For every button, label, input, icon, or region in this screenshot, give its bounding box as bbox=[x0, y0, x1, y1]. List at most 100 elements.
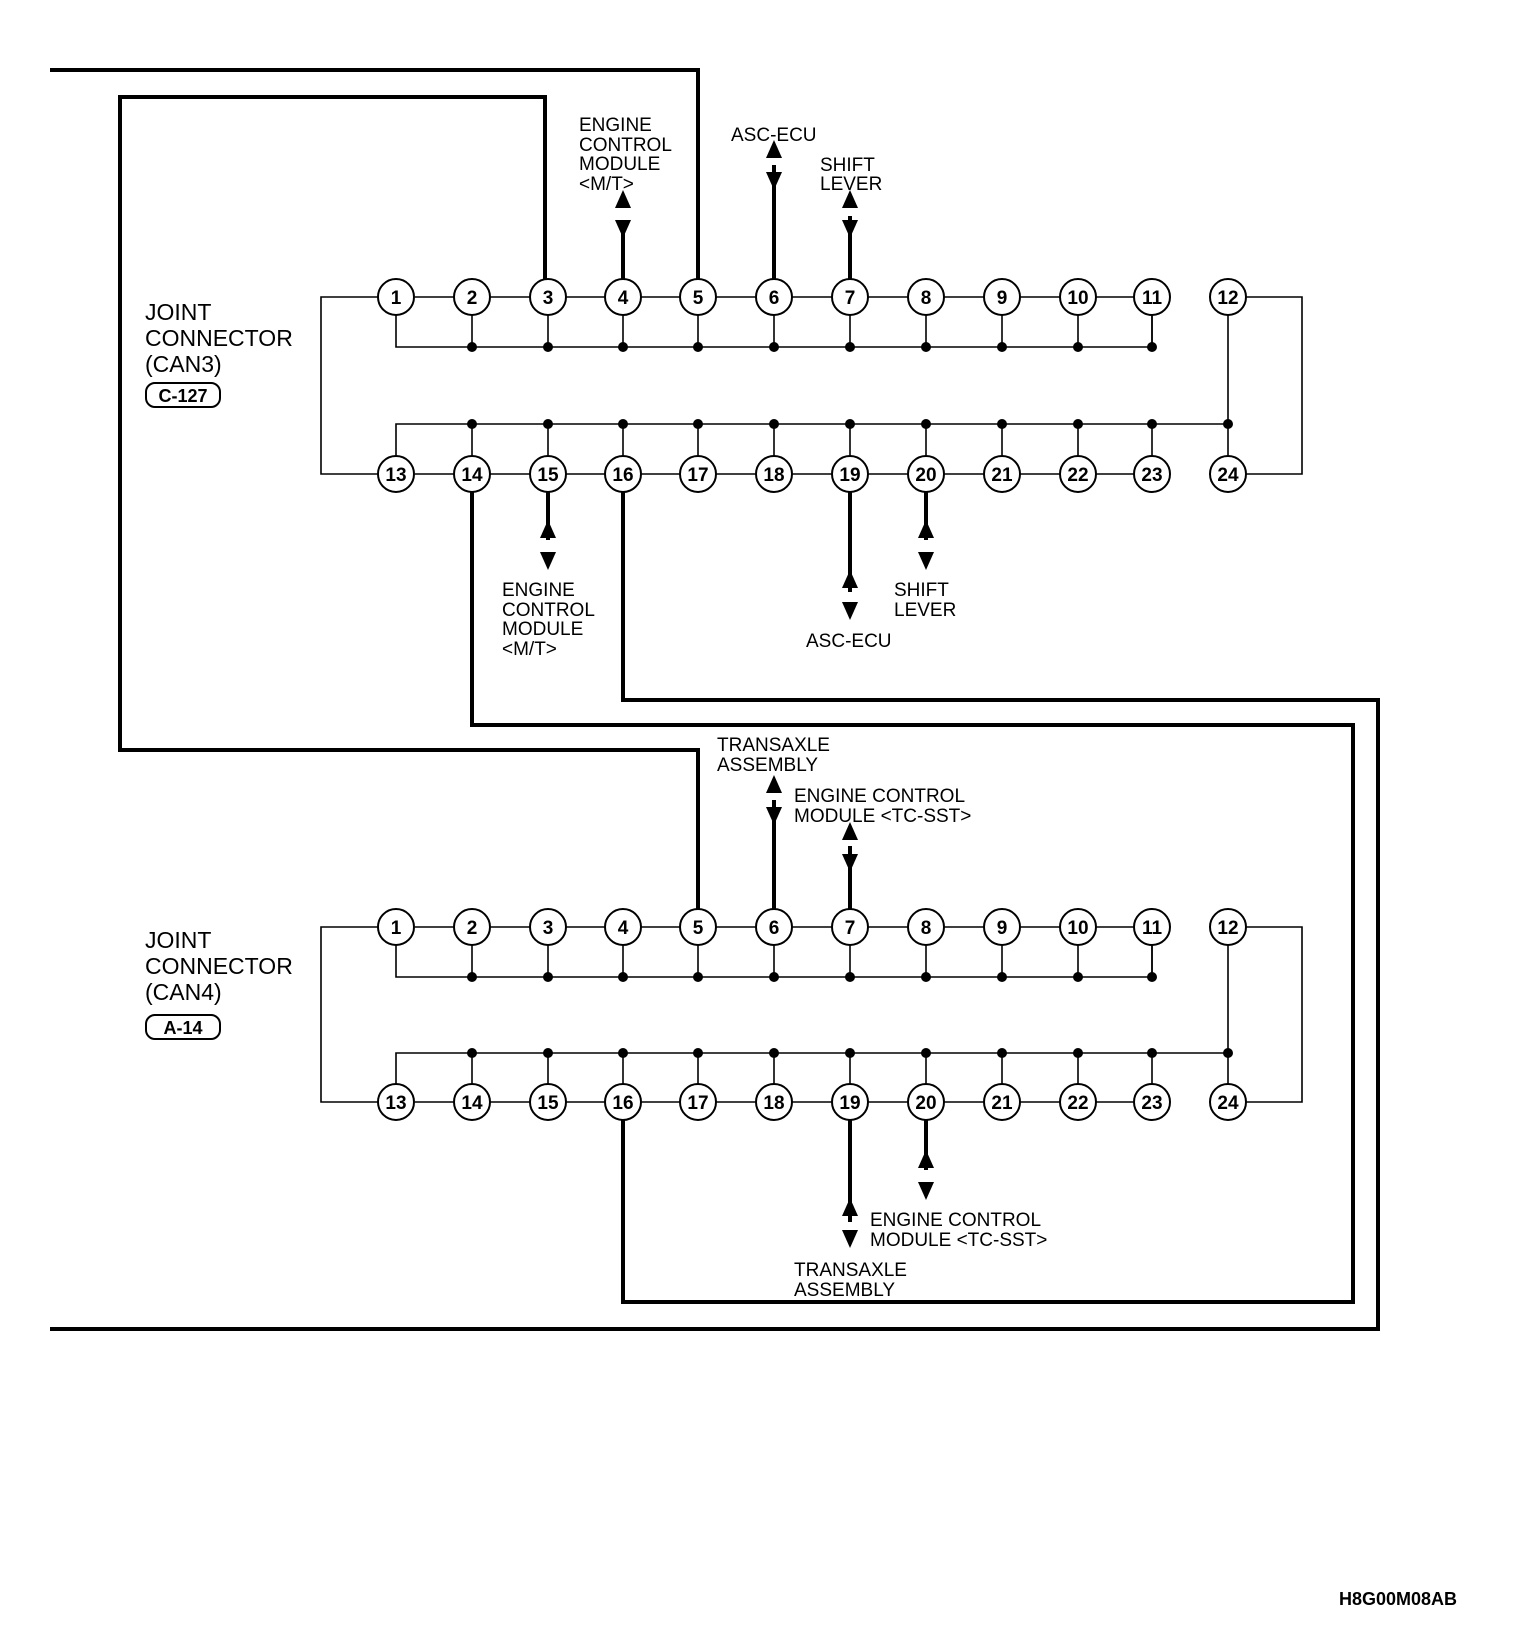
can4-pin-2: 2 bbox=[453, 908, 491, 946]
svg-text:ASSEMBLY: ASSEMBLY bbox=[717, 755, 818, 776]
can3-bottom-junction-dot bbox=[467, 419, 477, 429]
can3-pin-number: 24 bbox=[1217, 465, 1239, 486]
can4-pin-number: 1 bbox=[391, 918, 402, 939]
can4-pin-number: 15 bbox=[537, 1093, 559, 1114]
destination-labels: ENGINE CONTROL MODULE <M/T> ASC-ECU SHIF… bbox=[502, 115, 1047, 1301]
can4-pin-number: 9 bbox=[997, 918, 1008, 939]
wire-can3-pin14-to-can4-pin16 bbox=[470, 474, 1355, 1304]
can3-pin-20: 20 bbox=[907, 455, 945, 493]
can3-pin-number: 21 bbox=[991, 465, 1013, 486]
can4-pin-11: 11 bbox=[1133, 908, 1171, 946]
can4-bottom-junction-dot bbox=[1147, 1048, 1157, 1058]
can4-pin-number: 12 bbox=[1217, 918, 1238, 939]
can4-pin-1: 1 bbox=[377, 908, 415, 946]
can4-outer-loop bbox=[320, 926, 378, 1103]
can4-top-junction-dot bbox=[693, 972, 703, 982]
svg-text:SHIFT: SHIFT bbox=[894, 580, 949, 601]
can3-bottom-bus bbox=[395, 423, 1228, 456]
can4-bottom-junction-dot bbox=[921, 1048, 931, 1058]
can3-top-junction-dot bbox=[1073, 342, 1083, 352]
bus-drops bbox=[471, 315, 1153, 1084]
svg-text:ASSEMBLY: ASSEMBLY bbox=[794, 1280, 895, 1301]
can4-top-junction-dot bbox=[1073, 972, 1083, 982]
svg-text:MODULE <TC-SST>: MODULE <TC-SST> bbox=[870, 1230, 1047, 1251]
arrow-down-head bbox=[918, 552, 934, 570]
can4-bottom-junction-dot bbox=[1073, 1048, 1083, 1058]
can4-top-junction-dot bbox=[1147, 972, 1157, 982]
arrow-up-head bbox=[842, 822, 858, 840]
can4-pin-10: 10 bbox=[1059, 908, 1097, 946]
can4-bottom-junction-dot bbox=[467, 1048, 477, 1058]
can4-pin-6: 6 bbox=[755, 908, 793, 946]
can3-pin-4: 4 bbox=[604, 278, 642, 316]
can4-pin-number: 13 bbox=[385, 1093, 406, 1114]
can4-top-junction-dot bbox=[921, 972, 931, 982]
label-can4-pin7-ecm-tc-sst: ENGINE CONTROL MODULE <TC-SST> bbox=[794, 786, 971, 827]
can3-top-junction-dot bbox=[543, 342, 553, 352]
can4-pin-3: 3 bbox=[529, 908, 567, 946]
can4-top-junction-dot bbox=[997, 972, 1007, 982]
can4-pin-14: 14 bbox=[453, 1083, 491, 1121]
arrow-down-head bbox=[615, 220, 631, 238]
can3-bottom-junction-dot bbox=[997, 419, 1007, 429]
can3-pin-12: 12 bbox=[1209, 278, 1247, 316]
can4-pin-number: 10 bbox=[1067, 918, 1088, 939]
can4-top-junction-dot bbox=[618, 972, 628, 982]
can4-pin-4: 4 bbox=[604, 908, 642, 946]
figure-code: H8G00M08AB bbox=[1339, 1589, 1457, 1609]
can3-top-junction-dot bbox=[618, 342, 628, 352]
can4-pin-number: 20 bbox=[915, 1093, 936, 1114]
can3-pin-17: 17 bbox=[679, 455, 717, 493]
svg-text:LEVER: LEVER bbox=[894, 600, 956, 621]
can4-pin12-junction-dot bbox=[1223, 1048, 1233, 1058]
can3-connector-code: C-127 bbox=[158, 386, 207, 406]
can3-pin-number: 8 bbox=[921, 288, 932, 309]
can4-name-line-2: CONNECTOR bbox=[145, 953, 293, 979]
can3-pin-7: 7 bbox=[831, 278, 869, 316]
can3-top-junction-dot bbox=[693, 342, 703, 352]
can3-bottom-junction-dot bbox=[618, 419, 628, 429]
can4-pin-number: 19 bbox=[839, 1093, 860, 1114]
svg-text:TRANSAXLE: TRANSAXLE bbox=[717, 735, 830, 756]
can4-pin-number: 16 bbox=[612, 1093, 633, 1114]
can3-pin-number: 10 bbox=[1067, 288, 1088, 309]
svg-text:ENGINE CONTROL: ENGINE CONTROL bbox=[870, 1210, 1041, 1231]
arrow-up-head bbox=[766, 140, 782, 158]
can4-bottom-junction-dot bbox=[997, 1048, 1007, 1058]
svg-text:ENGINE CONTROL: ENGINE CONTROL bbox=[794, 786, 965, 807]
can4-bottom-junction-dot bbox=[769, 1048, 779, 1058]
can3-pin-number: 14 bbox=[461, 465, 483, 486]
can3-pin-19: 19 bbox=[831, 455, 869, 493]
can3-pin-23: 23 bbox=[1133, 455, 1171, 493]
can4-pin-number: 7 bbox=[845, 918, 856, 939]
can3-pin-14: 14 bbox=[453, 455, 491, 493]
can4-bottom-junction-dot bbox=[693, 1048, 703, 1058]
can3-pin-22: 22 bbox=[1059, 455, 1097, 493]
can3-pin-21: 21 bbox=[983, 455, 1021, 493]
svg-text:MODULE <TC-SST>: MODULE <TC-SST> bbox=[794, 806, 971, 827]
signal-leads bbox=[546, 165, 928, 1222]
can3-pin-8: 8 bbox=[907, 278, 945, 316]
can4-pin-20: 20 bbox=[907, 1083, 945, 1121]
label-can3-pin6-asc-ecu: ASC-ECU bbox=[731, 125, 817, 146]
svg-text:<M/T>: <M/T> bbox=[502, 639, 557, 660]
can4-top-junction-dot bbox=[467, 972, 477, 982]
arrow-up-head bbox=[842, 190, 858, 208]
can3-pin-6: 6 bbox=[755, 278, 793, 316]
can3-pin-1: 1 bbox=[377, 278, 415, 316]
can4-pin-18: 18 bbox=[755, 1083, 793, 1121]
can4-pin-23: 23 bbox=[1133, 1083, 1171, 1121]
outer-wire-can3-pin16 bbox=[50, 474, 1380, 1331]
can3-pin-number: 15 bbox=[537, 465, 559, 486]
can4-bottom-bus bbox=[395, 1052, 1228, 1084]
svg-text:<M/T>: <M/T> bbox=[579, 174, 634, 195]
svg-text:TRANSAXLE: TRANSAXLE bbox=[794, 1260, 907, 1281]
can4-pin-number: 24 bbox=[1217, 1093, 1239, 1114]
can3-name-line-2: CONNECTOR bbox=[145, 325, 293, 351]
can4-pin-number: 22 bbox=[1067, 1093, 1088, 1114]
can3-top-junction-dot bbox=[845, 342, 855, 352]
can4-pin-24: 24 bbox=[1209, 1083, 1247, 1121]
can3-pin-number: 16 bbox=[612, 465, 633, 486]
can3-pin-number: 7 bbox=[845, 288, 856, 309]
